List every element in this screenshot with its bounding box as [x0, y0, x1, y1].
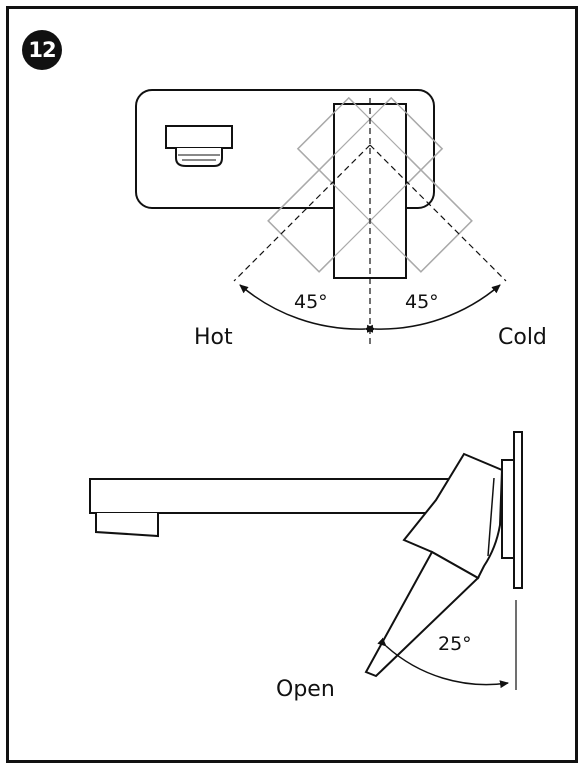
axis-right [369, 144, 507, 282]
open-label: Open [276, 677, 335, 702]
arc-right [366, 284, 501, 333]
cold-label: Cold [498, 325, 547, 350]
step-number: 12 [28, 38, 56, 62]
wall-flange-inner [501, 459, 515, 559]
wall-flange [513, 431, 523, 589]
arc-open [377, 637, 509, 689]
step-number-badge: 12 [22, 30, 62, 70]
angle-right-label: 45° [405, 291, 439, 313]
top-view: 45° 45° Hot Cold [135, 89, 547, 350]
side-view: 25° Open [89, 431, 523, 702]
angle-open-label: 25° [438, 633, 472, 655]
lever [364, 550, 480, 678]
arc-left [239, 284, 374, 333]
handle-body [402, 452, 504, 580]
angle-left-label: 45° [294, 291, 328, 313]
hot-label: Hot [194, 325, 233, 350]
spout-body [89, 478, 451, 514]
aerator [95, 513, 159, 538]
spout-outlet [165, 125, 233, 167]
axis-left [233, 144, 371, 282]
